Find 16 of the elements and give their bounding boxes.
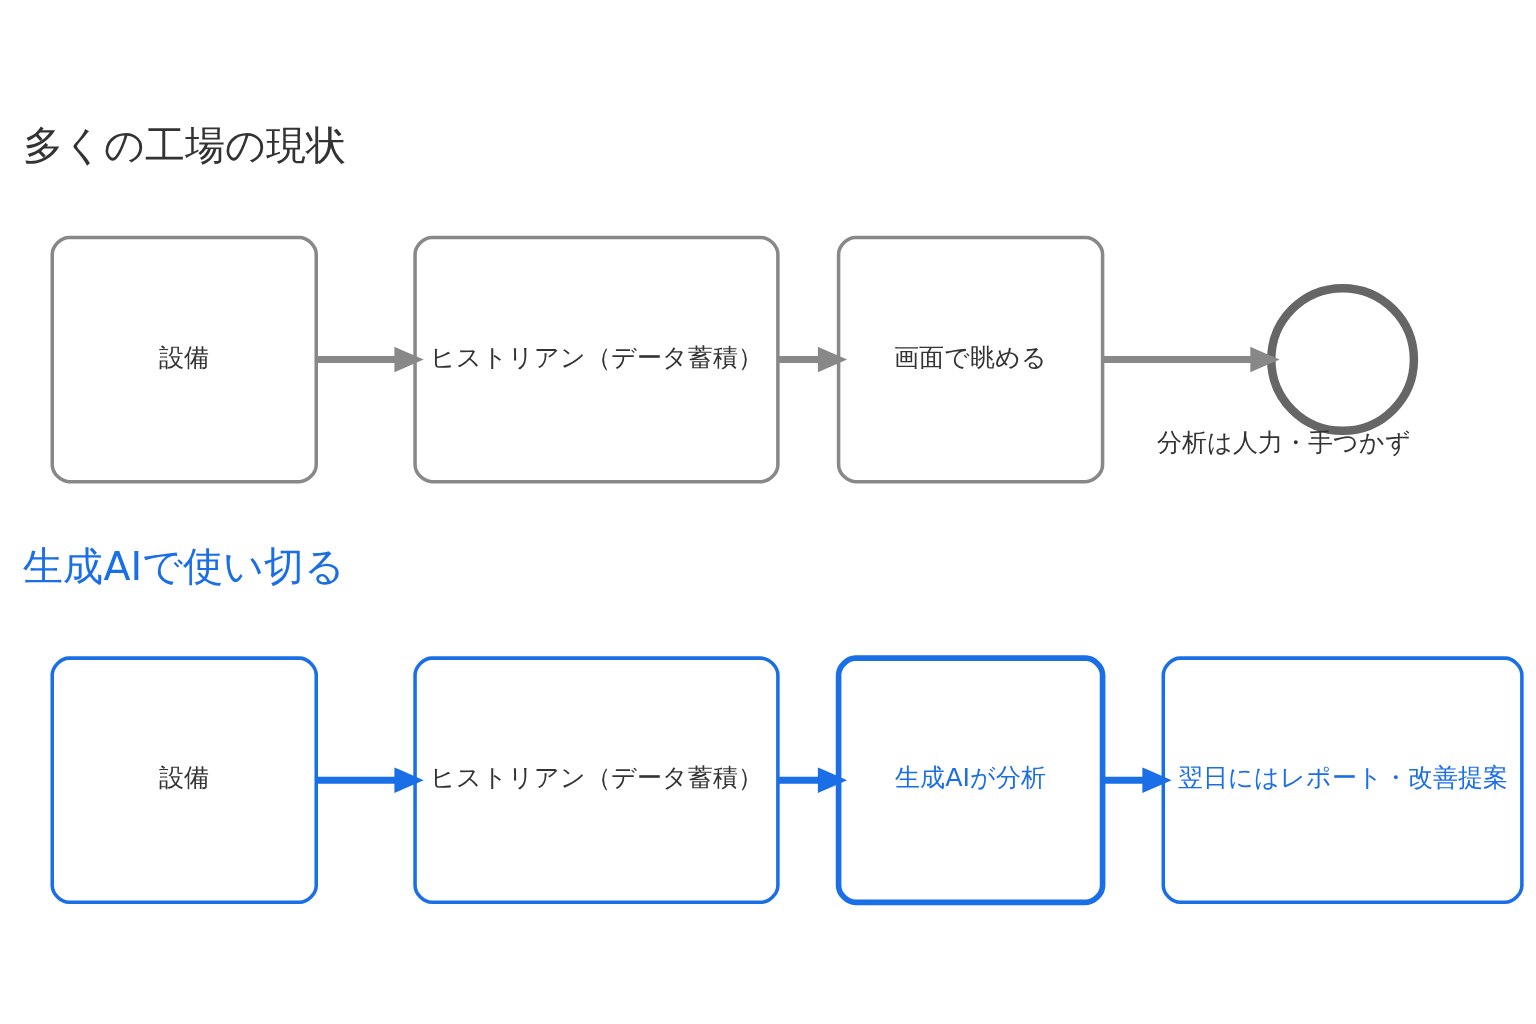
arrow (778, 346, 848, 373)
node-box: 画面で眺める (836, 235, 1105, 484)
arrow (1102, 346, 1280, 373)
node-label: 分析は人力・手つかず (1157, 427, 1411, 458)
node-box: 設備 (50, 235, 318, 484)
node-box: 翌日にはレポート・改善提案 (1161, 656, 1524, 905)
label: 生成AIで使い切る (23, 542, 346, 589)
arrow (1102, 767, 1172, 794)
node-box: 生成AIが分析 (835, 655, 1106, 906)
node-box: ヒストリアン（データ蓄積） (413, 656, 780, 905)
label: 多くの工場の現状 (22, 121, 346, 168)
node-box: 設備 (50, 656, 318, 905)
arrow (778, 767, 848, 794)
node-box: ヒストリアン（データ蓄積） (413, 235, 780, 484)
arrow (316, 346, 424, 373)
arrow (316, 767, 424, 794)
